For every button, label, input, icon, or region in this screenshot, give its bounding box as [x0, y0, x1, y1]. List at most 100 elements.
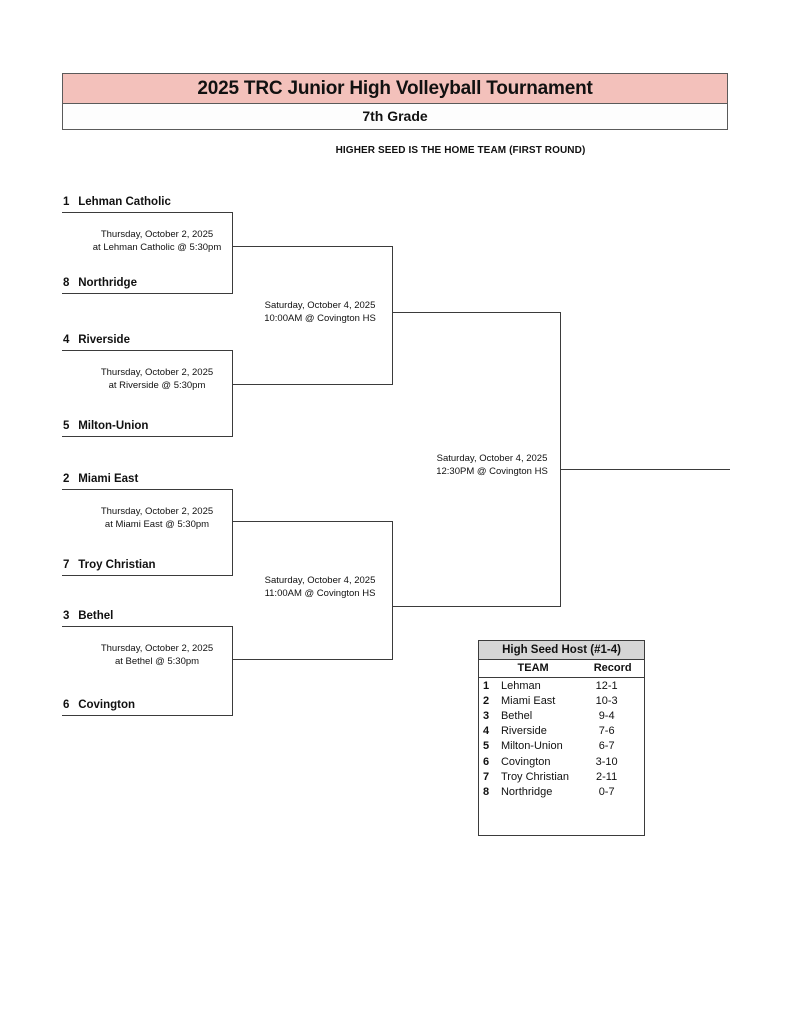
bracket-line-r1m3-bottom [62, 575, 233, 576]
row-team: Northridge [500, 785, 553, 798]
seed-number: 6 [63, 699, 70, 711]
row-seed: 5 [483, 740, 490, 753]
match-location: 11:00AM @ Covington HS [264, 588, 376, 599]
match-date: Thursday, October 2, 2025 [100, 643, 214, 654]
bracket-slot-r1m2-bottom: 5 Milton-Union [63, 420, 148, 432]
match-info-r1m3: Thursday, October 2, 2025 at Miami East … [82, 505, 232, 531]
bracket-line-sf2-top [232, 521, 392, 522]
title-banner: 2025 TRC Junior High Volleyball Tourname… [62, 73, 728, 130]
row-team: Bethel [500, 709, 533, 722]
row-team: Troy Christian [500, 770, 570, 783]
match-date: Thursday, October 2, 2025 [100, 506, 214, 517]
bracket-slot-r1m3-bottom: 7 Troy Christian [63, 559, 156, 571]
bracket-connector-sf2 [392, 521, 393, 660]
row-record: 7-6 [598, 725, 615, 738]
row-record: 10-3 [595, 694, 618, 707]
bracket-connector-sf1 [392, 246, 393, 385]
seed-number: 2 [63, 473, 70, 485]
seed-number: 7 [63, 559, 70, 571]
column-header-team: TEAM [479, 659, 582, 678]
bracket-slot-r1m4-top: 3 Bethel [63, 610, 113, 622]
row-seed: 8 [483, 785, 490, 798]
team-name: Milton-Union [78, 420, 149, 432]
match-location: at Riverside @ 5:30pm [108, 380, 206, 391]
team-name: Miami East [78, 473, 139, 485]
bracket-line-r1m3-top [62, 489, 233, 490]
bracket-slot-r1m1-top: 1 Lehman Catholic [63, 196, 171, 208]
bracket-slot-r1m3-top: 2 Miami East [63, 473, 138, 485]
match-location: 12:30PM @ Covington HS [436, 466, 548, 477]
bracket-connector-r1m1 [232, 212, 233, 294]
page-subtitle: 7th Grade [63, 104, 727, 129]
table-host-header: High Seed Host (#1-4) [479, 641, 644, 660]
page-title: 2025 TRC Junior High Volleyball Tourname… [63, 74, 727, 104]
table-row: 8 Northridge 0-7 [479, 784, 644, 799]
bracket-slot-r1m4-bottom: 6 Covington [63, 699, 135, 711]
team-name: Troy Christian [78, 559, 156, 571]
bracket-connector-r1m3 [232, 489, 233, 576]
row-record: 9-4 [598, 709, 615, 722]
match-location: at Miami East @ 5:30pm [104, 519, 210, 530]
row-seed: 7 [483, 770, 490, 783]
match-info-r1m4: Thursday, October 2, 2025 at Bethel @ 5:… [82, 642, 232, 668]
match-info-r1m2: Thursday, October 2, 2025 at Riverside @… [82, 366, 232, 392]
table-column-header-row: TEAM Record [479, 659, 644, 678]
seed-number: 5 [63, 420, 70, 432]
match-info-r1m1: Thursday, October 2, 2025 at Lehman Cath… [82, 228, 232, 254]
match-location: at Bethel @ 5:30pm [114, 656, 200, 667]
bracket-line-r1m2-bottom [62, 436, 233, 437]
match-location: at Lehman Catholic @ 5:30pm [92, 242, 222, 253]
row-seed: 6 [483, 755, 490, 768]
bracket-line-final-top [392, 312, 561, 313]
bracket-line-r1m1-bottom [62, 293, 233, 294]
column-header-record: Record [581, 659, 644, 678]
table-row: 2 Miami East 10-3 [479, 693, 644, 708]
team-name: Bethel [78, 610, 114, 622]
table-row: 6 Covington 3-10 [479, 754, 644, 769]
bracket-connector-r1m2 [232, 350, 233, 437]
row-seed: 4 [483, 725, 490, 738]
team-name: Riverside [78, 334, 130, 346]
seed-note-text: HIGHER SEED IS THE HOME TEAM (FIRST ROUN… [335, 145, 586, 156]
bracket-line-final-bottom [392, 606, 561, 607]
row-seed: 2 [483, 694, 490, 707]
row-seed: 3 [483, 709, 490, 722]
table-row: 3 Bethel 9-4 [479, 708, 644, 723]
bracket-line-r1m4-bottom [62, 715, 233, 716]
row-team: Miami East [500, 694, 556, 707]
row-team: Milton-Union [500, 740, 563, 753]
match-date: Thursday, October 2, 2025 [100, 229, 214, 240]
match-info-sf1: Saturday, October 4, 2025 10:00AM @ Covi… [247, 299, 393, 325]
bracket-connector-final [560, 312, 561, 607]
match-date: Saturday, October 4, 2025 [264, 575, 376, 586]
seed-number: 3 [63, 610, 70, 622]
team-name: Covington [78, 699, 136, 711]
bracket-slot-r1m2-top: 4 Riverside [63, 334, 130, 346]
row-seed: 1 [483, 679, 490, 692]
seed-number: 1 [63, 196, 70, 208]
table-row: 5 Milton-Union 6-7 [479, 739, 644, 754]
match-location: 10:00AM @ Covington HS [264, 313, 376, 324]
bracket-line-champion [560, 469, 730, 470]
row-record: 6-7 [598, 740, 615, 753]
row-record: 12-1 [595, 679, 618, 692]
bracket-line-r1m4-top [62, 626, 233, 627]
match-info-final: Saturday, October 4, 2025 12:30PM @ Covi… [418, 452, 566, 478]
seed-record-table: High Seed Host (#1-4) TEAM Record 1 Lehm… [478, 640, 645, 836]
row-record: 0-7 [598, 785, 615, 798]
bracket-line-sf1-bottom [232, 384, 392, 385]
row-record: 2-11 [596, 770, 618, 783]
bracket-line-sf2-bottom [232, 659, 392, 660]
table-host-header-row: High Seed Host (#1-4) [479, 641, 644, 660]
bracket-line-r1m1-top [62, 212, 233, 213]
seed-note: HIGHER SEED IS THE HOME TEAM (FIRST ROUN… [0, 145, 791, 156]
match-date: Thursday, October 2, 2025 [100, 367, 214, 378]
match-info-sf2: Saturday, October 4, 2025 11:00AM @ Covi… [247, 574, 393, 600]
bracket-line-r1m2-top [62, 350, 233, 351]
row-record: 3-10 [595, 755, 618, 768]
team-name: Northridge [78, 277, 137, 289]
bracket-slot-r1m1-bottom: 8 Northridge [63, 277, 137, 289]
bracket-connector-r1m4 [232, 626, 233, 716]
bracket-line-sf1-top [232, 246, 392, 247]
table-row: 7 Troy Christian 2-11 [479, 769, 644, 784]
